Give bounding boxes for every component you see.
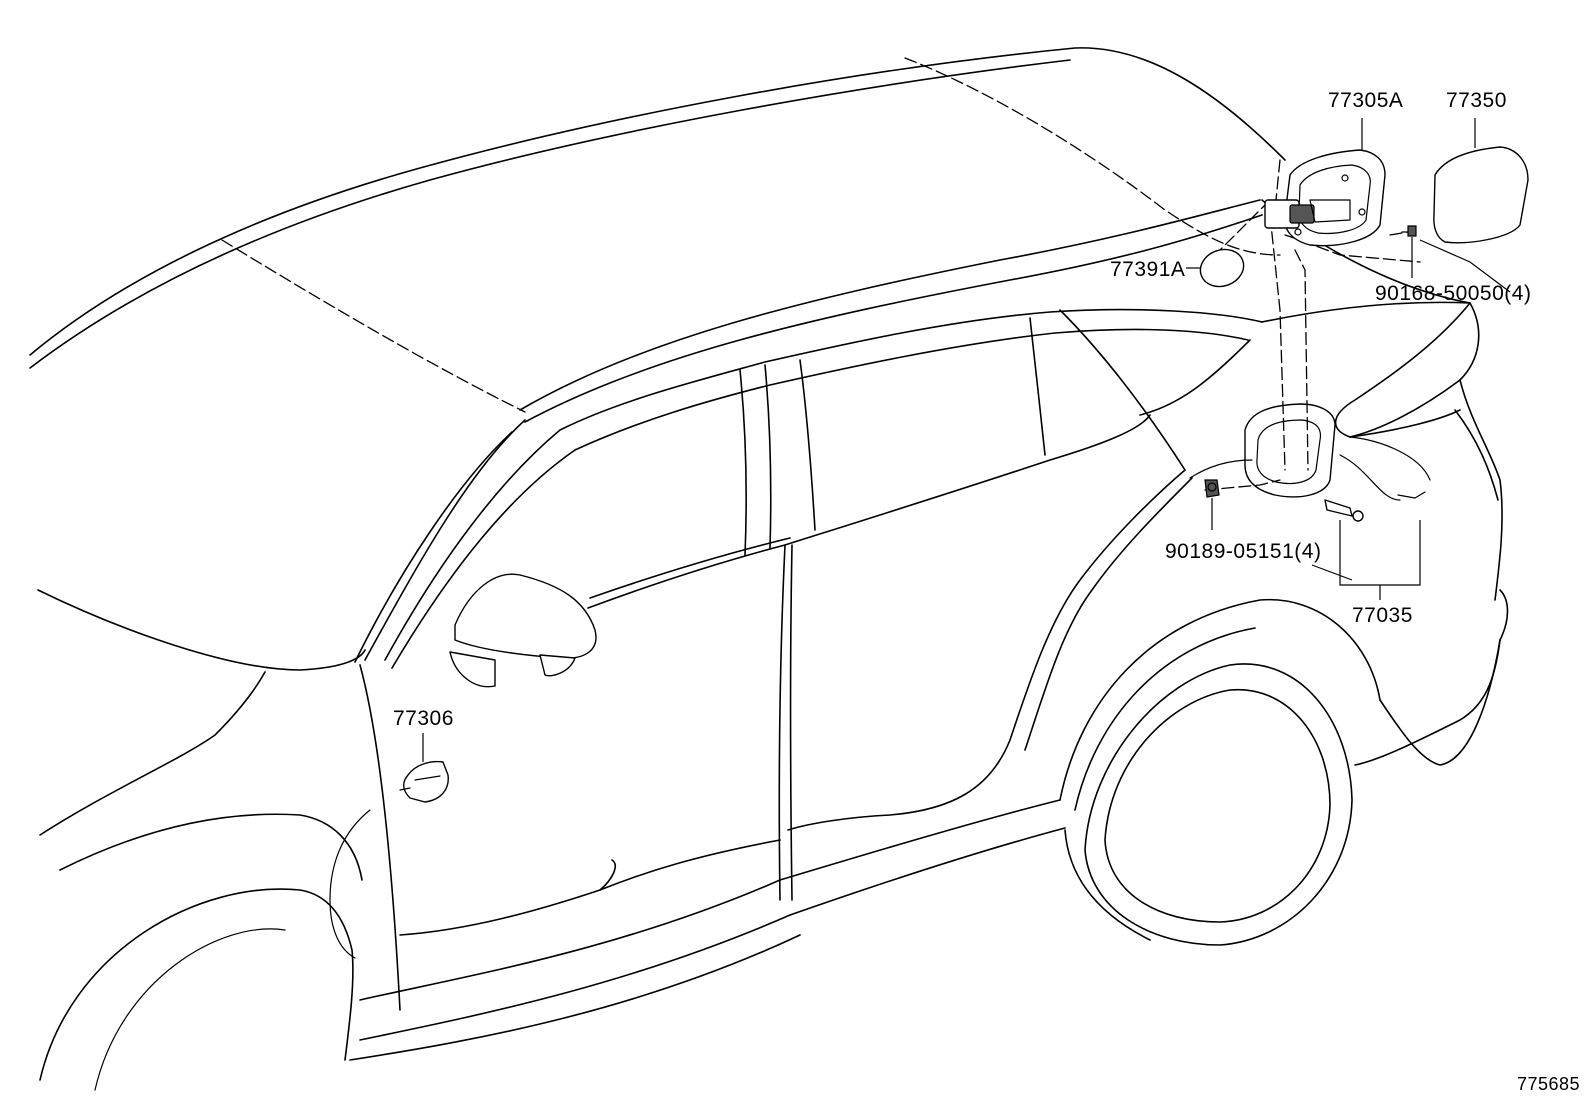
label-77306: 77306 <box>393 707 454 730</box>
label-77350: 77350 <box>1446 89 1507 112</box>
actuator-77306 <box>329 760 449 959</box>
label-77305A: 77305A <box>1328 89 1403 112</box>
label-90189-05151: 90189-05151(4) <box>1165 540 1321 563</box>
gasket-77391A <box>1199 248 1245 288</box>
part-labels: 77305A 77350 77391A 90168-50050(4) 90189… <box>393 89 1580 1094</box>
fuel-filler-housing-77305A <box>1264 149 1386 247</box>
label-77035: 77035 <box>1352 604 1413 627</box>
fuel-opener-cable-77035 <box>1324 491 1426 522</box>
vehicle-body <box>29 47 1509 1091</box>
callout-leaders <box>422 118 1511 762</box>
label-90168-50050: 90168-50050(4) <box>1375 282 1531 305</box>
figure-id: 775685 <box>1517 1074 1580 1094</box>
bolt-90189 <box>1204 479 1220 498</box>
screw-90168 <box>1401 225 1417 237</box>
fuel-lid-77350 <box>1433 146 1529 244</box>
label-77391A: 77391A <box>1110 258 1185 281</box>
